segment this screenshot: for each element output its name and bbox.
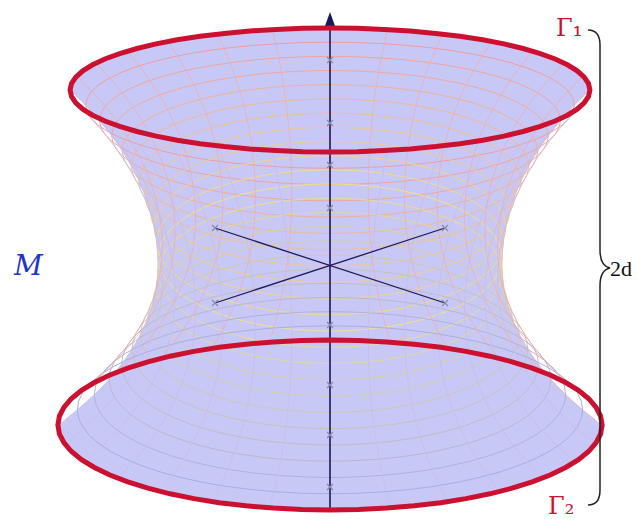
grid-meridian: [437, 42, 495, 354]
grid-meridian: [485, 117, 569, 457]
axis-mark: [327, 484, 333, 490]
grid-meridian: [65, 90, 158, 420]
curve-label: Γ₂: [548, 494, 574, 518]
axis-mark: [327, 432, 333, 438]
catenoid-surface: [58, 12, 602, 512]
axis-mark: [327, 162, 333, 168]
cross-line: [215, 228, 445, 303]
grid-meridian: [215, 146, 256, 496]
grid-meridian: [91, 63, 175, 383]
axis-mark: [327, 205, 333, 211]
axis-mark: [327, 120, 333, 126]
grid-meridian: [405, 34, 446, 344]
axis-mark: [442, 225, 448, 231]
grid-meridian: [485, 63, 569, 383]
grid-meridian: [271, 30, 292, 338]
axis-mark: [212, 300, 218, 306]
axis-mark: [327, 57, 333, 63]
axis-mark: [212, 225, 218, 231]
boundary-curve: [58, 340, 602, 510]
grid-meridian: [465, 51, 538, 367]
cross-line: [215, 228, 445, 303]
axis-mark: [327, 382, 333, 388]
dimension-label: 2d: [610, 258, 632, 280]
grid-meridian: [215, 34, 256, 344]
axis-line: [329, 22, 331, 512]
grid-meridian: [368, 30, 389, 338]
curve-label: Γ₁: [556, 16, 582, 40]
axis-mark: [442, 300, 448, 306]
grid-meridian: [405, 146, 446, 496]
axis-mark: [327, 322, 333, 328]
grid-meridian: [165, 42, 223, 354]
grid-meridian: [123, 51, 196, 367]
surface-label: M: [14, 252, 43, 280]
axis-arrowhead: [325, 12, 335, 26]
boundary-curve: [70, 28, 590, 152]
grid-meridian: [502, 90, 595, 420]
height-bracket: [588, 30, 610, 505]
